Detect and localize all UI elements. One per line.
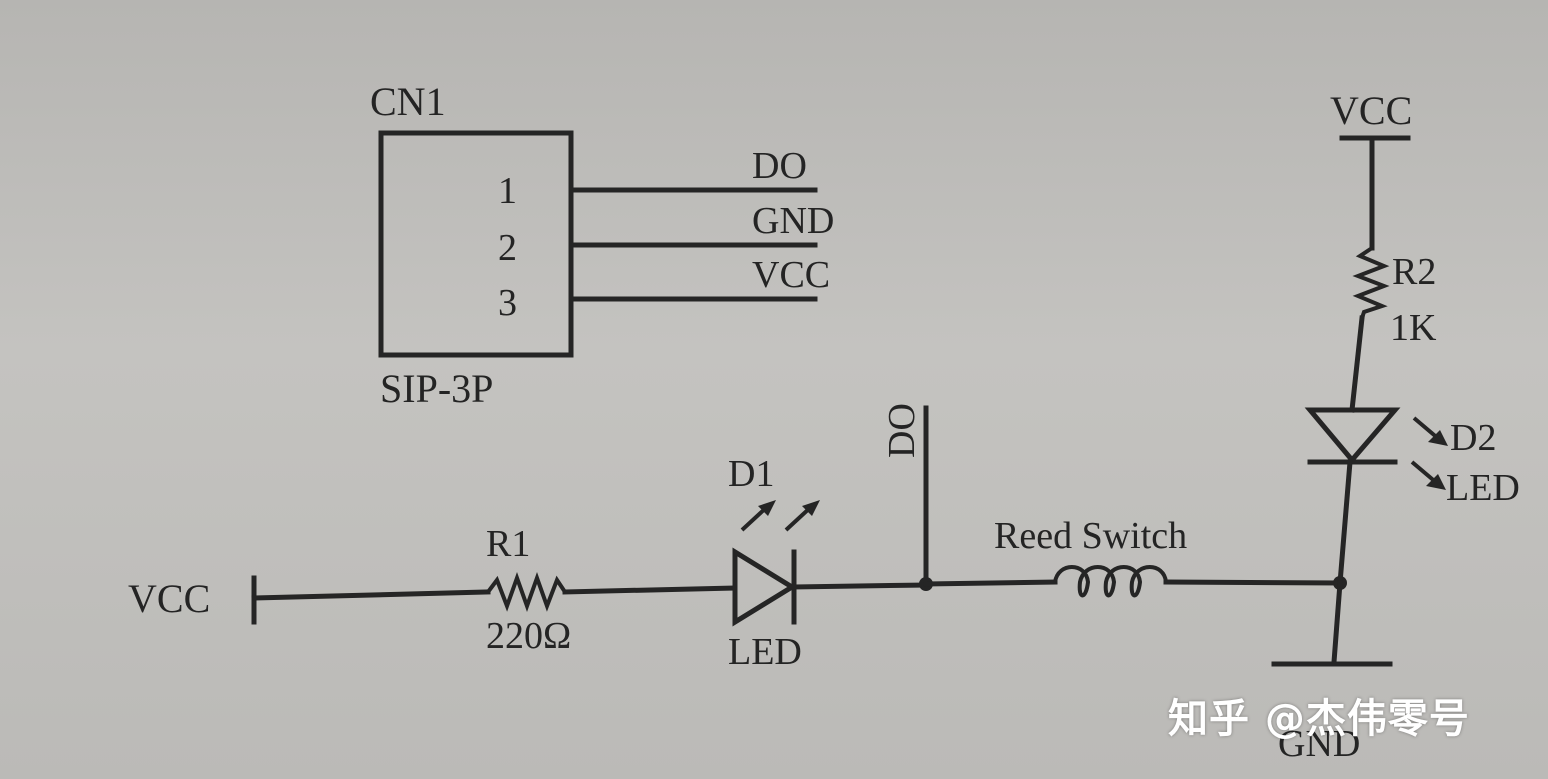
r1-value: 220Ω <box>486 615 571 657</box>
right-vcc-label: VCC <box>1330 88 1412 133</box>
resistor-r1 <box>486 572 567 612</box>
d1-label: LED <box>728 631 802 673</box>
d2-label: LED <box>1446 467 1520 509</box>
connector-net-vcc: VCC <box>752 254 830 296</box>
gnd-label: GND <box>1278 723 1360 765</box>
wire-vcc-r1 <box>251 589 491 601</box>
connector-ref: CN1 <box>370 79 446 124</box>
wire-node-switch <box>923 579 1058 587</box>
d2-ref: D2 <box>1450 417 1496 459</box>
r1-ref: R1 <box>486 523 530 565</box>
do-label: DO <box>881 403 923 458</box>
led-d2-triangle <box>1304 407 1401 464</box>
connector-pin-3: 3 <box>498 282 517 324</box>
wire-r1-d1 <box>562 585 736 595</box>
d1-ref: D1 <box>728 453 774 495</box>
connector-body <box>378 130 574 358</box>
led-d2-arrowhead-1 <box>1428 430 1448 446</box>
wire-r2-d2 <box>1349 315 1365 413</box>
wire-node-gnd <box>1331 580 1343 665</box>
left-vcc-label: VCC <box>128 576 210 621</box>
connector-package: SIP-3P <box>380 366 493 411</box>
connector-pin-2: 2 <box>498 227 517 269</box>
r2-ref: R2 <box>1392 251 1436 293</box>
connector-pin-1: 1 <box>498 170 517 212</box>
r2-value: 1K <box>1390 307 1437 349</box>
led-d1-triangle <box>732 547 797 627</box>
led-d1-arrowhead-2 <box>802 500 820 516</box>
wire-d2-node <box>1337 459 1353 586</box>
resistor-r2 <box>1352 246 1390 319</box>
wire-switch-node <box>1163 579 1343 586</box>
wire-d1-node <box>791 582 929 590</box>
connector-net-do: DO <box>752 145 807 187</box>
reed-switch <box>1053 565 1168 598</box>
connector-net-gnd: GND <box>752 200 834 242</box>
led-d2-arrowhead-2 <box>1426 474 1446 490</box>
reed-switch-label: Reed Switch <box>994 515 1187 557</box>
led-d1-arrowhead-1 <box>758 500 776 516</box>
watermark: 知乎 @杰伟零号 <box>1168 696 1470 742</box>
